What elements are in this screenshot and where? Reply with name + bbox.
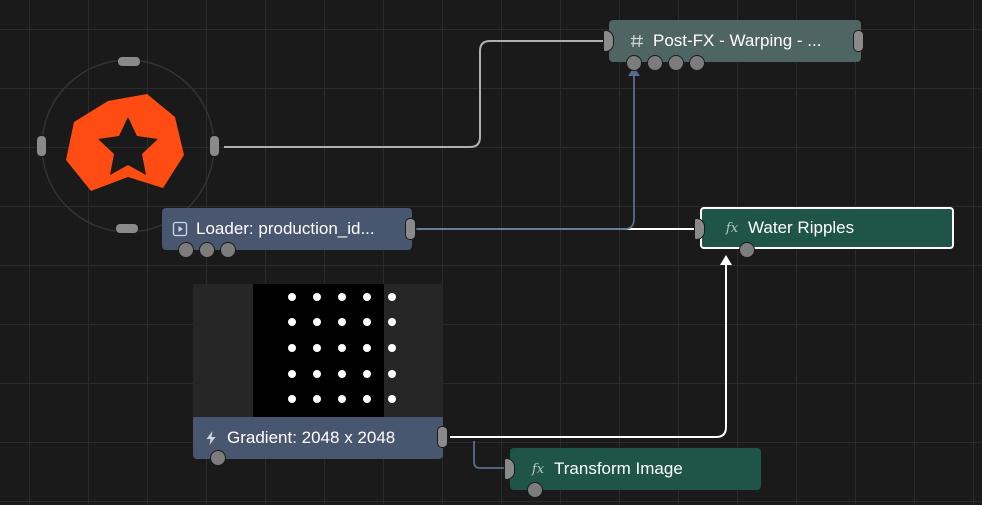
logo-node[interactable] [36,56,220,234]
post-fx-node[interactable]: Post-FX - Warping - ... [609,20,861,62]
post-fx-bottom-port[interactable] [689,55,705,71]
loader-output-port[interactable] [405,218,416,240]
wire-logo-to-post-fx [224,40,612,148]
post-fx-bottom-port[interactable] [647,55,663,71]
loader-bottom-port[interactable] [178,242,194,258]
post-fx-output-port[interactable] [853,30,864,52]
gradient-node[interactable]: Gradient: 2048 x 2048 [193,417,443,459]
fx-icon: fx [725,220,739,236]
post-fx-bottom-port[interactable] [626,55,642,71]
loader-bottom-port[interactable] [220,242,236,258]
water-ripples-label: Water Ripples [748,218,855,237]
wire-gradient-to-water-ripples [450,262,727,438]
fx-icon: fx [531,461,545,477]
transform-image-node[interactable]: fx Transform Image [510,448,761,490]
hash-icon [629,33,645,49]
post-fx-bottom-port[interactable] [668,55,684,71]
loader-node[interactable]: Loader: production_id... [162,208,412,250]
gradient-preview-thumbnail [193,284,443,417]
gradient-bottom-port[interactable] [210,450,226,466]
lightning-icon [203,430,219,446]
gradient-label: Gradient: 2048 x 2048 [227,428,396,447]
loader-bottom-port[interactable] [199,242,215,258]
logo-port-top[interactable] [117,56,141,67]
logo-port-bottom[interactable] [115,223,139,234]
logo-port-right[interactable] [209,135,220,157]
transform-image-bottom-port[interactable] [527,482,543,498]
water-ripples-bottom-port[interactable] [739,242,755,258]
transform-image-label: Transform Image [554,459,683,478]
loader-label: Loader: production_id... [196,219,375,238]
dot-grid-image [253,284,396,417]
play-icon [172,221,188,237]
gradient-output-port[interactable] [437,426,448,448]
wire-water-ripples-to-post-fx [412,74,635,230]
logo-port-left[interactable] [36,135,47,157]
post-fx-label: Post-FX - Warping - ... [653,31,822,50]
app-logo-icon [66,94,184,191]
water-ripples-node[interactable]: fx Water Ripples [700,207,954,249]
arrow-into-water-ripples [720,255,732,265]
